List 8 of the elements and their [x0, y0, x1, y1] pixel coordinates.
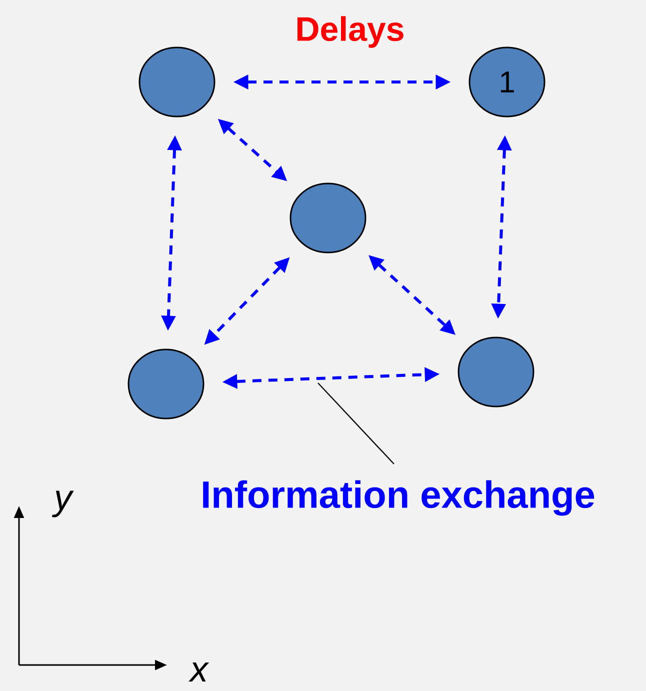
node-ellipse: [138, 46, 216, 118]
delay-label: Delays: [297, 16, 404, 48]
axis-label: x: [188, 662, 210, 682]
axis-label: y: [52, 490, 74, 518]
node-ellipse: [290, 182, 366, 254]
caption-text: Information exchange: [203, 480, 594, 516]
node-ellipse: [458, 336, 534, 408]
node-ellipse: [128, 348, 204, 420]
